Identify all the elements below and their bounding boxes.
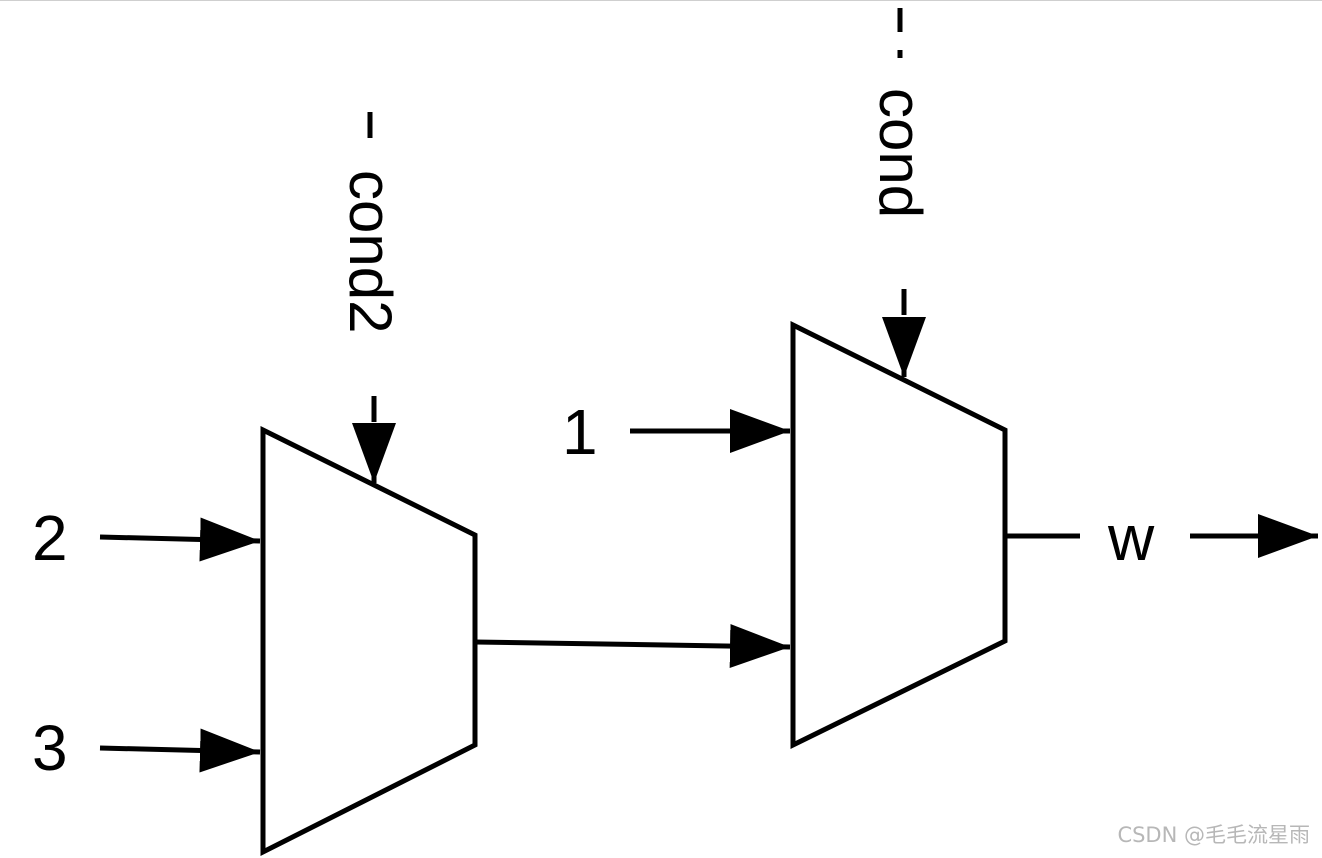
- top-border: [0, 0, 1322, 1]
- label-output-w: w: [1107, 502, 1155, 574]
- arrow-input-3: [99, 728, 261, 773]
- watermark-text: CSDN @毛毛流星雨: [1117, 823, 1310, 847]
- label-input-2: 2: [32, 502, 68, 574]
- label-input-3: 3: [32, 712, 68, 784]
- mux2-trapezoid: [790, 320, 1008, 750]
- arrow-mux1-to-mux2: [474, 624, 791, 669]
- label-select-cond2: cond2: [337, 170, 404, 333]
- arrow-input-2: [99, 517, 261, 562]
- label-select-cond: cond: [867, 88, 934, 218]
- mux1-trapezoid: [260, 425, 478, 857]
- label-input-1: 1: [562, 396, 598, 468]
